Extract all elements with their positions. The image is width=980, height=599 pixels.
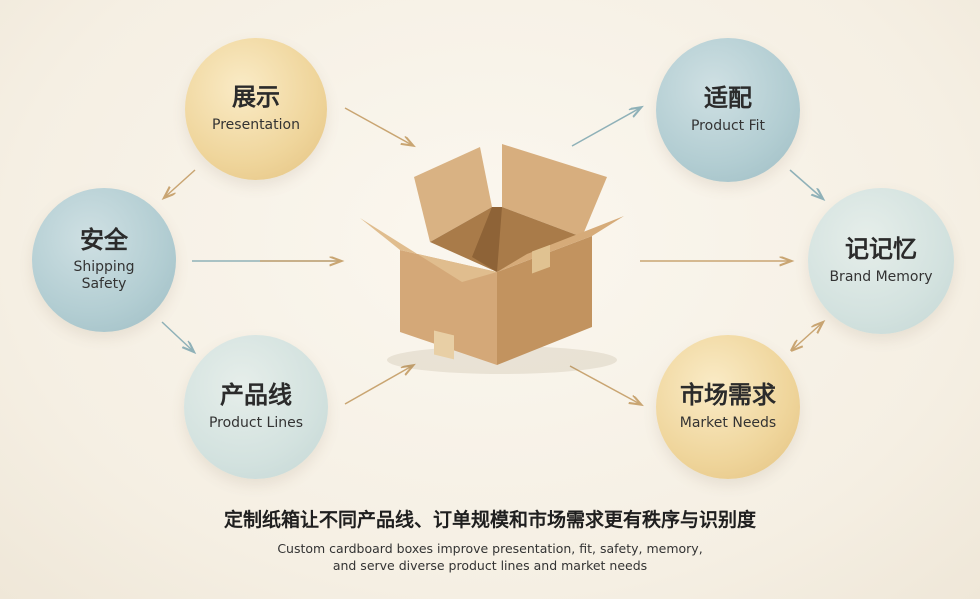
- node-market-needs-en: Market Needs: [679, 414, 777, 431]
- node-product-lines-zh: 产品线: [220, 381, 292, 410]
- node-brand-memory: 记记忆 Brand Memory: [808, 188, 954, 334]
- node-brand-memory-en: Brand Memory: [829, 268, 933, 285]
- node-product-fit-en: Product Fit: [690, 117, 766, 134]
- caption-english: Custom cardboard boxes improve presentat…: [277, 541, 703, 573]
- arrow-box-to-marketneeds: [569, 365, 640, 404]
- node-market-needs: 市场需求 Market Needs: [656, 335, 800, 479]
- caption-chinese: 定制纸箱让不同产品线、订单规模和市场需求更有秩序与识别度: [223, 509, 756, 531]
- node-safety: 安全 Shipping Safety: [32, 188, 176, 332]
- node-product-fit-zh: 适配: [704, 84, 752, 113]
- arrow-presentation-to-safety: [165, 169, 196, 197]
- arrow-productlines-to-box: [344, 366, 412, 405]
- arrow-brandmemory-marketneeds: [792, 323, 822, 350]
- node-safety-en: Shipping Safety: [73, 259, 135, 293]
- node-presentation-en: Presentation: [212, 116, 300, 133]
- arrow-box-to-productfit: [571, 108, 640, 147]
- node-presentation: 展示 Presentation: [185, 38, 327, 180]
- arrow-presentation-to-box: [344, 107, 412, 145]
- node-product-fit: 适配 Product Fit: [656, 38, 800, 182]
- node-market-needs-zh: 市场需求: [680, 381, 776, 410]
- node-safety-zh: 安全: [80, 226, 128, 254]
- node-product-lines: 产品线 Product Lines: [184, 335, 328, 479]
- node-presentation-zh: 展示: [232, 83, 280, 112]
- node-brand-memory-zh: 记记忆: [845, 235, 917, 264]
- node-product-lines-en: Product Lines: [208, 414, 304, 431]
- cardboard-box-icon: [360, 144, 624, 374]
- arrow-productfit-to-brandmemory: [789, 169, 822, 198]
- arrow-safety-to-productlines: [161, 321, 193, 351]
